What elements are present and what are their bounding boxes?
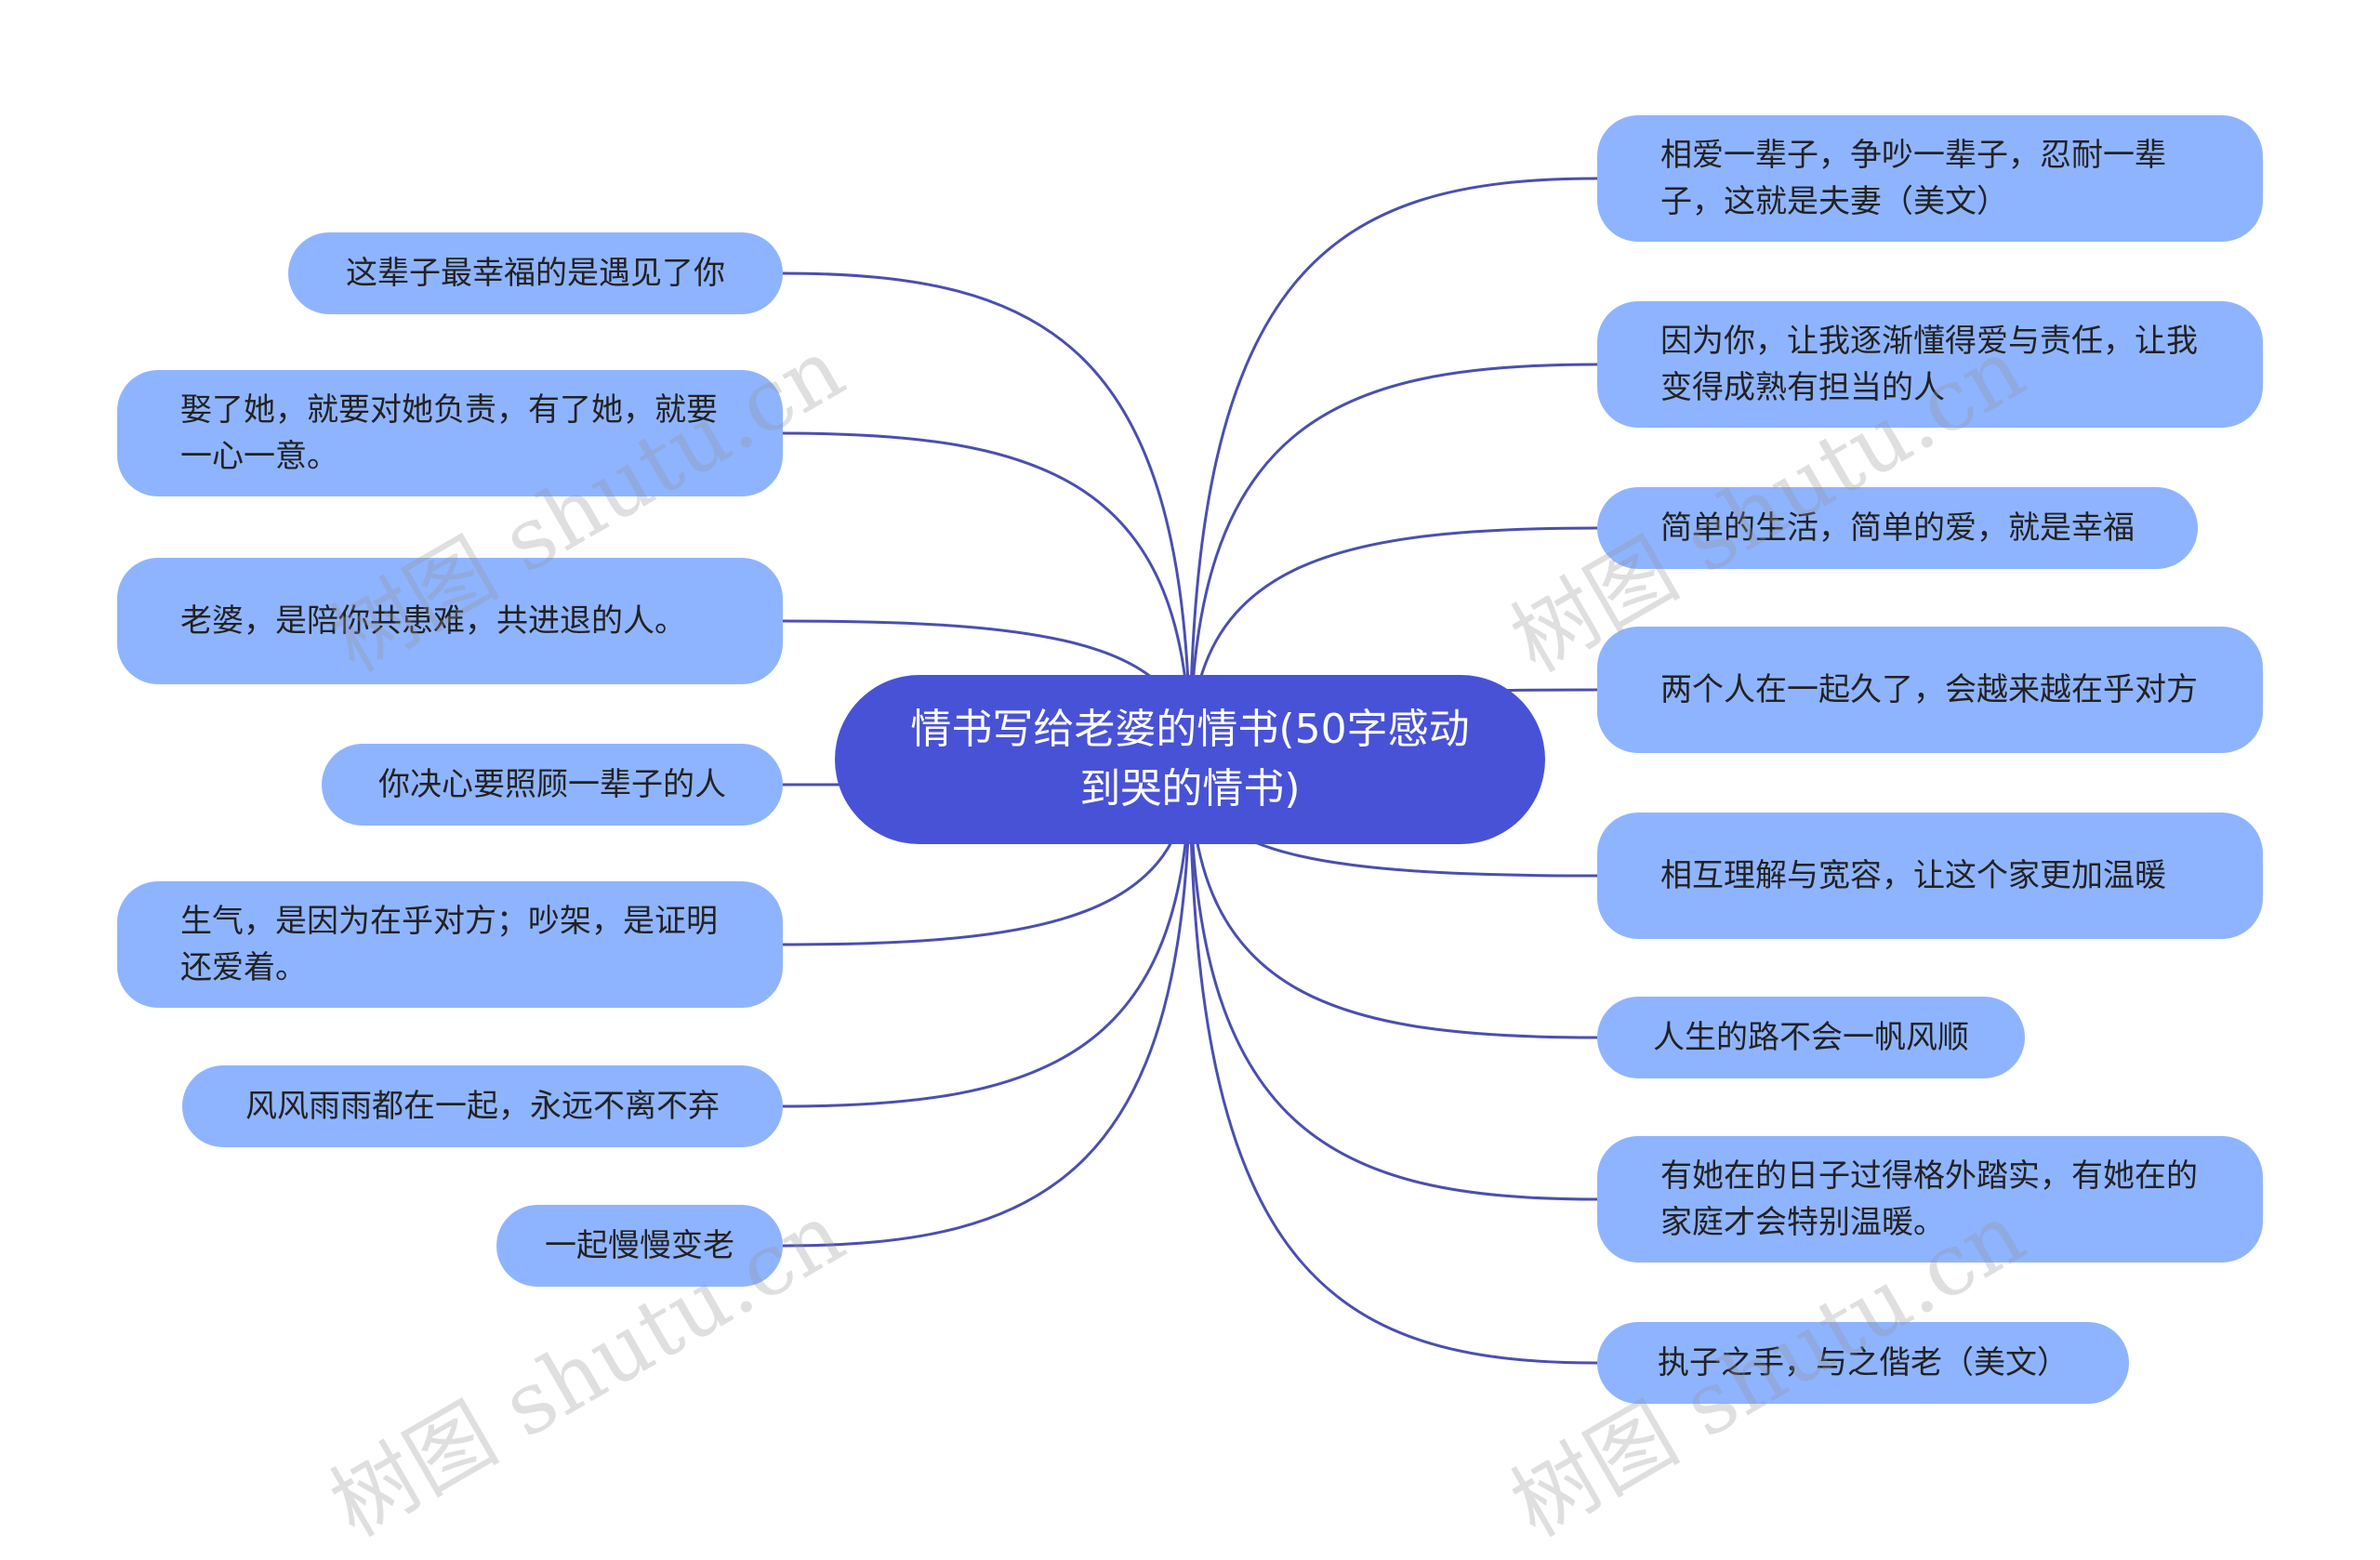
connector-line [782, 759, 1192, 1248]
right-topic-8-label: 执子之手，与之偕老（美文） [1658, 1344, 2069, 1382]
right-topic-2[interactable]: 因为你，让我逐渐懂得爱与责任，让我变得成熟有担当的人 [1597, 301, 2263, 428]
left-topic-6-label: 风风雨雨都在一起，永远不离不弃 [245, 1088, 720, 1125]
right-topic-4[interactable]: 两个人在一起久了，会越来越在乎对方 [1597, 627, 2263, 753]
left-topic-1[interactable]: 这辈子最幸福的是遇见了你 [288, 232, 783, 314]
right-topic-5-label: 相互理解与宽容，让这个家更加温暖 [1660, 857, 2166, 894]
left-topic-2[interactable]: 娶了她，就要对她负责，有了她，就要一心一意。 [117, 370, 783, 496]
left-topic-6[interactable]: 风风雨雨都在一起，永远不离不弃 [182, 1065, 783, 1147]
right-topic-4-label: 两个人在一起久了，会越来越在乎对方 [1660, 671, 2198, 708]
left-topic-5[interactable]: 生气，是因为在乎对方；吵架，是证明还爱着。 [117, 881, 783, 1008]
left-topic-4-label: 你决心要照顾一辈子的人 [378, 766, 726, 803]
left-topic-7[interactable]: 一起慢慢变老 [496, 1205, 783, 1287]
connector-line [1188, 759, 1598, 1039]
connector-line [782, 759, 1192, 1108]
central-topic[interactable]: 情书写给老婆的情书(50字感动到哭的情书) [835, 675, 1545, 844]
right-topic-1[interactable]: 相爱一辈子，争吵一辈子，忍耐一辈子，这就是夫妻（美文） [1597, 115, 2263, 242]
mind-map-canvas: 情书写给老婆的情书(50字感动到哭的情书) 这辈子最幸福的是遇见了你 娶了她，就… [117, 115, 2263, 1556]
right-topic-3[interactable]: 简单的生活，简单的爱，就是幸福 [1597, 487, 2198, 569]
right-topic-7-label: 有她在的日子过得格外踏实，有她在的家庭才会特别温暖。 [1660, 1157, 2198, 1241]
left-topic-5-label: 生气，是因为在乎对方；吵架，是证明还爱着。 [180, 903, 718, 986]
connector-line [782, 431, 1192, 760]
right-topic-6[interactable]: 人生的路不会一帆风顺 [1597, 997, 2025, 1078]
left-topic-4[interactable]: 你决心要照顾一辈子的人 [322, 744, 783, 826]
right-topic-3-label: 简单的生活，简单的爱，就是幸福 [1660, 509, 2135, 547]
connector-line [782, 271, 1192, 760]
right-topic-2-label: 因为你，让我逐渐懂得爱与责任，让我变得成熟有担当的人 [1660, 323, 2198, 406]
right-topic-1-label: 相爱一辈子，争吵一辈子，忍耐一辈子，这就是夫妻（美文） [1660, 137, 2166, 220]
connector-line [1188, 759, 1598, 1201]
left-topic-1-label: 这辈子最幸福的是遇见了你 [346, 255, 725, 292]
right-topic-8[interactable]: 执子之手，与之偕老（美文） [1597, 1322, 2129, 1404]
connector-line [1188, 759, 1598, 1365]
left-topic-3-label: 老婆，是陪你共患难，共进退的人。 [180, 602, 686, 640]
left-topic-2-label: 娶了她，就要对她负责，有了她，就要一心一意。 [180, 391, 718, 475]
connector-line [1188, 363, 1598, 760]
connector-line [1188, 177, 1598, 760]
left-topic-3[interactable]: 老婆，是陪你共患难，共进退的人。 [117, 558, 783, 684]
left-topic-7-label: 一起慢慢变老 [545, 1227, 734, 1264]
right-topic-6-label: 人生的路不会一帆风顺 [1653, 1019, 1969, 1056]
right-topic-7[interactable]: 有她在的日子过得格外踏实，有她在的家庭才会特别温暖。 [1597, 1136, 2263, 1263]
right-topic-5[interactable]: 相互理解与宽容，让这个家更加温暖 [1597, 813, 2263, 939]
